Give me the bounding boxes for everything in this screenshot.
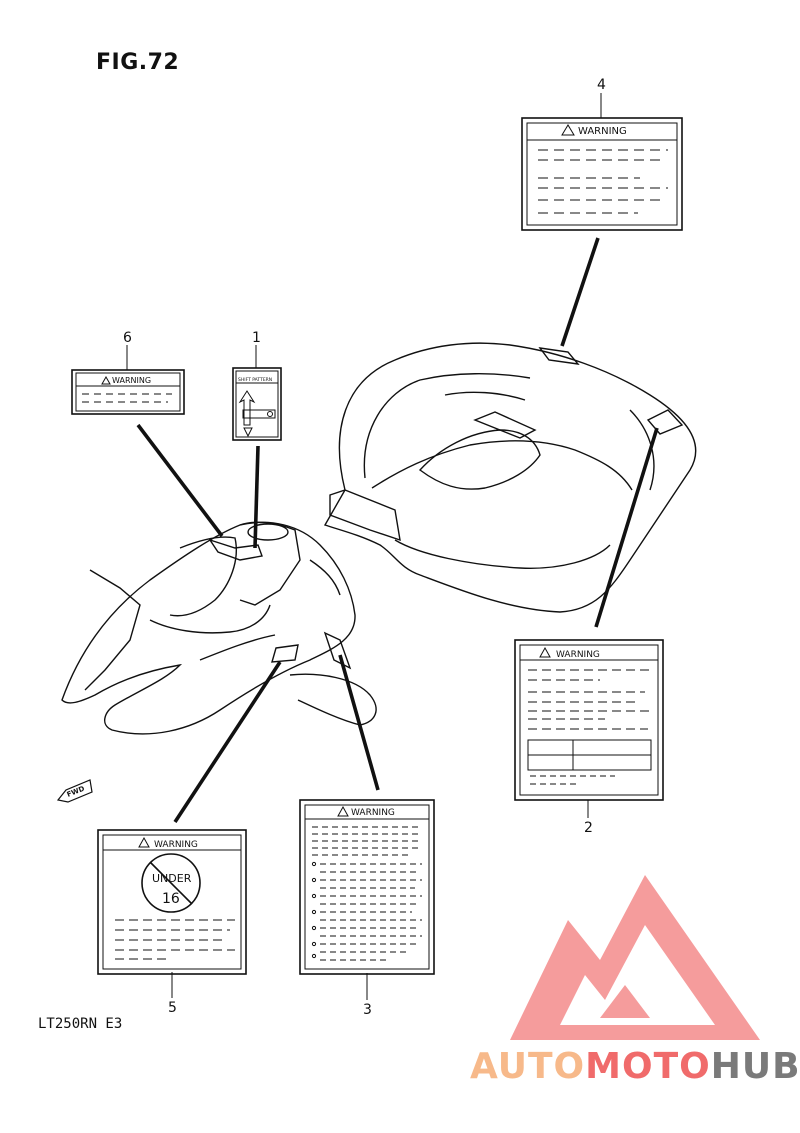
label-4-warning-text: WARNING — [578, 126, 627, 137]
rear-fender-drawing — [323, 342, 697, 613]
label-6-warning-text: WARNING — [112, 376, 151, 385]
shift-pattern-label-1 — [232, 367, 282, 441]
warning-label-3 — [299, 799, 435, 975]
callout-6: 6 — [123, 330, 132, 346]
watermark-part-auto: AUTO — [470, 1046, 586, 1087]
callout-4: 4 — [597, 77, 606, 93]
leader-line-4 — [560, 237, 600, 347]
rear-fender-label-patch-4 — [538, 347, 580, 365]
front-fender-label-patch-5 — [271, 644, 299, 663]
model-code: LT250RN E3 — [38, 1016, 123, 1032]
warning-label-4 — [521, 117, 683, 231]
front-fender-drawing — [61, 521, 377, 735]
figure-title: FIG.72 — [96, 50, 180, 75]
callout-3: 3 — [363, 1002, 372, 1018]
front-fender-label-patch-3 — [323, 631, 352, 670]
leader-line-2 — [594, 427, 659, 628]
fwd-text: FWD — [66, 785, 86, 799]
watermark-part-moto: MOTO — [585, 1046, 711, 1087]
rear-fender-label-patch-2 — [646, 409, 684, 435]
label-2-warning-text: WARNING — [556, 650, 600, 660]
leader-line-3 — [338, 654, 380, 791]
label-5-warning-text: WARNING — [154, 840, 198, 850]
leader-line-5 — [173, 661, 282, 823]
watermark-brand: AUTOMOTOHUB — [470, 1046, 800, 1087]
label-1-shift-text: SHIFT PATTERN — [238, 377, 272, 383]
label-5-under-text: UNDER — [152, 872, 192, 885]
label-5-age-number: 16 — [162, 891, 180, 907]
leader-line-6 — [136, 423, 224, 538]
watermark-part-hub: HUB — [710, 1046, 800, 1087]
leader-line-1 — [253, 445, 260, 549]
callout-2: 2 — [584, 820, 593, 836]
callout-1: 1 — [252, 330, 261, 346]
automotohub-logo-mark — [510, 875, 760, 1040]
label-3-warning-text: WARNING — [351, 808, 395, 818]
under-16-warning-label-5 — [97, 829, 247, 975]
fwd-arrow — [56, 779, 93, 803]
warning-label-2 — [514, 639, 664, 801]
warning-label-6 — [71, 369, 185, 415]
callout-5: 5 — [168, 1000, 177, 1016]
